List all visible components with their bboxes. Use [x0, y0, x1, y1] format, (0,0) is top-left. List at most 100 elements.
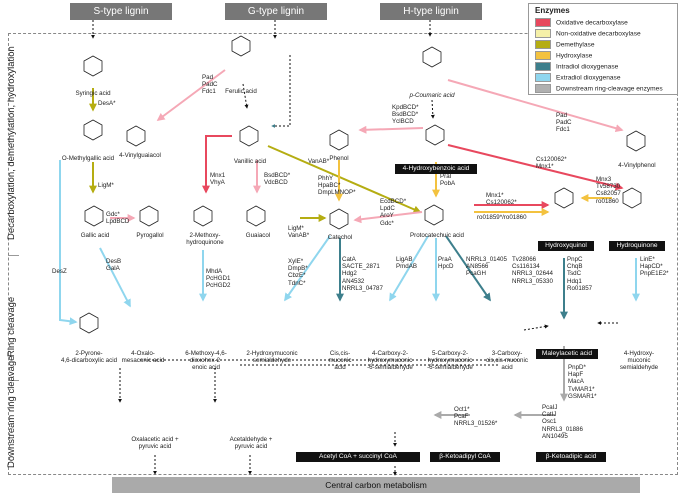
enzyme-ligmvanab: LigM* VanAB*: [288, 225, 310, 240]
compound-methoxyhq: 2-Methoxy- hydroquinone: [186, 232, 224, 247]
ring-phenol: [329, 129, 349, 151]
ring-guaiacol: [246, 205, 266, 227]
enzyme-pral: PraI PobA: [440, 173, 456, 188]
compound-syringic: Syringic acid: [75, 90, 111, 97]
ring-methoxyhq: [193, 205, 213, 227]
diagram-frame: [8, 33, 678, 475]
compound-acetylcoa: Acetyl CoA + succinyl CoA: [296, 452, 420, 462]
compound-vanillic: Vanillic acid: [233, 158, 267, 165]
ring-hydroxyquinol: [554, 187, 574, 209]
enzyme-mnx1vhya: Mnx1 VhyA: [210, 172, 226, 187]
header-s-type: S-type lignin: [70, 3, 172, 20]
enzyme-desz: DesZ: [52, 268, 67, 275]
ring-ferulic: [231, 35, 251, 57]
ring-vinylphenol: [626, 130, 646, 152]
enzyme-bsdbcd: BsdBCD* VdcBCD: [264, 172, 291, 187]
enzyme-phhy: PhhY HpaBC* DmpLMNOP*: [318, 175, 356, 197]
compound-acetaldehyde: Acetaldehyde + pyruvic acid: [229, 436, 273, 451]
compound-protocatechuic: Protocatechuic acid: [410, 232, 464, 239]
ring-vanillic: [239, 125, 259, 147]
ring-pyrone: [79, 312, 99, 334]
compound-carboxyhms5: 5-Carboxy-2- hydroxymuconic -6-semialdeh…: [427, 350, 473, 372]
enzyme-padcfdc1: Pad PadC Fdc1: [202, 74, 218, 96]
legend-swatch: [535, 51, 551, 60]
legend-item-hydroxylase: Hydroxylase: [535, 51, 592, 60]
ring-pyrogallol: [139, 205, 159, 227]
section-divider: [8, 380, 19, 381]
ring-omethylgallic: [83, 119, 103, 141]
enzyme-praa: PraA HpcD: [438, 256, 454, 271]
legend-swatch: [535, 84, 551, 93]
compound-omethylgallic: O-Methylgallic acid: [61, 155, 115, 162]
compound-ccmuconic: Cis,cis- muconic acid: [328, 350, 352, 372]
compound-pcoumaric: p-Coumaric acid: [409, 92, 455, 99]
enzyme-xyle: XylE* DmpB* CbzE* TdnC*: [288, 258, 308, 287]
compound-methoxydioxohex: 6-Methoxy-4,6- dioxohex-2- enoic acid: [185, 350, 227, 372]
enzyme-kpdbcd: KpdBCD* BsdBCD* YclBCD: [392, 104, 419, 126]
section-divider: [8, 255, 19, 256]
legend-title: Enzymes: [535, 6, 570, 15]
compound-catechol: Catechol: [327, 234, 353, 241]
compound-carboxymuconic3: 3-Carboxy- cis,cis-muconic acid: [486, 350, 528, 372]
enzyme-gdclpd: Gdc* LpdBCD: [106, 211, 130, 226]
header-h-type: H-type lignin: [380, 3, 482, 20]
compound-ketoadipylcoa: β-Ketoadipyl CoA: [430, 452, 500, 462]
legend-item-extradiol: Extradiol dioxygenase: [535, 73, 621, 82]
ring-protocatechuic: [424, 204, 444, 226]
enzyme-ecdbcd: EcdBCD* LpdC AroY Gdc*: [380, 198, 407, 227]
enzyme-ligab: LigAB PmdAB: [396, 256, 417, 271]
enzyme-desbgala: DesB GalA: [106, 258, 122, 273]
legend-item-demethylase: Demethylase: [535, 40, 594, 49]
compound-ketoadipic: β-Ketoadipic acid: [536, 452, 606, 462]
enzyme-legend: Enzymes Oxidative decarboxylase Non-oxid…: [528, 3, 678, 95]
compound-hydroxymuconicsemi: 4-Hydroxy- muconic semialdehyde: [619, 350, 659, 372]
legend-swatch: [535, 18, 551, 27]
compound-vinylguaiacol: 4-Vinylguaiacol: [119, 152, 161, 159]
enzyme-pnpd: PnpD* HapF MacA TvMAR1* GSMAR1*: [568, 364, 597, 400]
enzyme-mhda: MhdA PcHGD1 PcHGD2: [206, 268, 231, 290]
enzyme-tv28066: Tv28066 Cs116134 NRRL3_02644 NRRL3_05330: [512, 256, 553, 285]
enzyme-mnx3: Mnx3 Tv58730 Cs82057 ro01860: [596, 176, 621, 205]
compound-gallic: Gallic acid: [80, 232, 110, 239]
enzyme-mnx1cs: Mnx1* Cs120062*: [486, 192, 517, 207]
compound-pyrogallol: Pyrogallol: [136, 232, 164, 239]
compound-hydroquinone: Hydroquinone: [609, 241, 665, 251]
ring-catechol: [329, 208, 349, 230]
compound-ferulic: Ferulic acid: [225, 88, 257, 95]
compound-hydroxyquinol: Hydroxyquinol: [538, 241, 594, 251]
legend-swatch: [535, 40, 551, 49]
enzyme-ligm1: LigM*: [98, 182, 114, 189]
ring-gallic: [84, 205, 104, 227]
legend-swatch: [535, 29, 551, 38]
legend-item-nonoxidative: Non-oxidative decarboxylase: [535, 29, 641, 38]
compound-maleylacetic: Maleylacetic acid: [536, 349, 598, 359]
enzyme-oct1: Oct1* PcaF NRRL3_01526*: [454, 406, 498, 428]
enzyme-line: LinE* HapCD* PnpE1E2*: [640, 256, 669, 278]
legend-item-oxidative: Oxidative decarboxylase: [535, 18, 628, 27]
compound-guaiacol: Guaiacol: [245, 232, 271, 239]
compound-hba: 4-Hydroxybenzoic acid: [395, 164, 477, 174]
ring-hba: [425, 124, 445, 146]
enzyme-desa: DesA*: [98, 100, 116, 107]
compound-oxaloacetic: Oxalacetic acid + pyruvic acid: [131, 436, 179, 451]
ring-vinylguaiacol: [126, 125, 146, 147]
enzyme-cs120062a: Cs120062* Mnx1*: [536, 156, 567, 171]
ring-pcoumaric: [422, 46, 442, 68]
enzyme-pcaij: PcaIJ CatIJ Osc1 NRRL3_01886 AN10495: [542, 404, 583, 440]
compound-vinylphenol: 4-Vinylphenol: [618, 162, 656, 169]
legend-item-downstream: Downstream ring-cleavage enzymes: [535, 84, 663, 93]
enzyme-padcfdc2: Pad PadC Fdc1: [556, 112, 572, 134]
header-g-type: G-type lignin: [225, 3, 327, 20]
ring-hydroquinone: [622, 187, 642, 209]
compound-phenol: Phenol: [329, 155, 349, 162]
central-carbon-metabolism: Central carbon metabolism: [112, 477, 640, 493]
legend-swatch: [535, 73, 551, 82]
enzyme-cata: CatA SACTE_2871 Hdg2 AN4532 NRRL3_04787: [342, 256, 383, 292]
ring-syringic: [83, 55, 103, 77]
legend-item-intradiol: Intradiol dioxygenase: [535, 62, 618, 71]
enzyme-ro01859: ro01859*/ro01860: [477, 214, 527, 221]
enzyme-nrrl01405: NRRL3_01405 AN8566 PcaGH: [466, 256, 507, 278]
enzyme-pnpc: PnpC ChqB TsdC Hdq1 Ro01857: [567, 256, 593, 292]
compound-pyrone: 2-Pyrone- 4,6-dicarboxylic acid: [60, 350, 118, 365]
